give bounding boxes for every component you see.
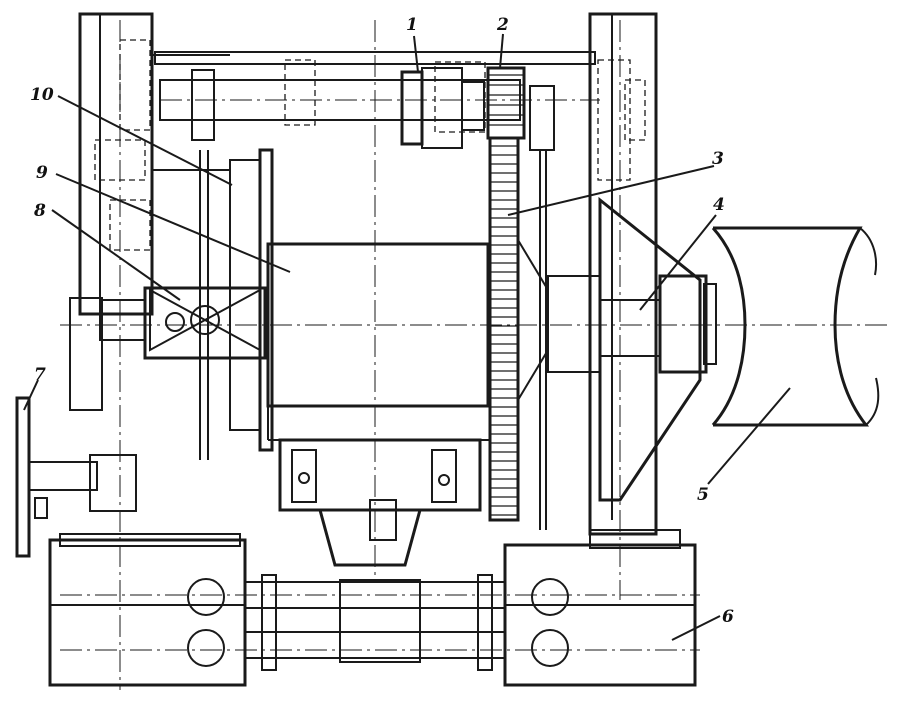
callout-10: 10 — [30, 85, 54, 105]
chain-part-3 — [488, 136, 549, 522]
callout-2: 2 — [496, 15, 509, 35]
top-beam — [154, 51, 596, 141]
callout-7: 7 — [34, 365, 46, 385]
gear-cluster — [69, 150, 267, 460]
lower-housing — [278, 438, 482, 567]
callout-1: 1 — [406, 15, 418, 35]
callout-6: 6 — [722, 607, 734, 627]
coupling-part-1 — [400, 61, 486, 149]
right-frame — [588, 12, 658, 536]
center-lines — [60, 20, 890, 690]
winch-drum — [229, 148, 490, 452]
handwheel-part-7 — [15, 396, 137, 558]
callout-4: 4 — [713, 195, 725, 215]
callout-3: 3 — [712, 149, 724, 169]
callouts: 1 2 3 4 5 6 7 8 9 10 — [30, 15, 734, 627]
left-frame — [78, 12, 230, 316]
warping-head-part-5 — [711, 226, 880, 427]
bearing-part-4 — [547, 196, 717, 502]
callout-9: 9 — [36, 163, 48, 183]
base-frame-part-6 — [48, 529, 697, 687]
callout-8: 8 — [33, 201, 46, 221]
sprocket-part-2 — [486, 66, 555, 530]
leader-lines — [23, 33, 791, 641]
callout-5: 5 — [697, 485, 709, 505]
